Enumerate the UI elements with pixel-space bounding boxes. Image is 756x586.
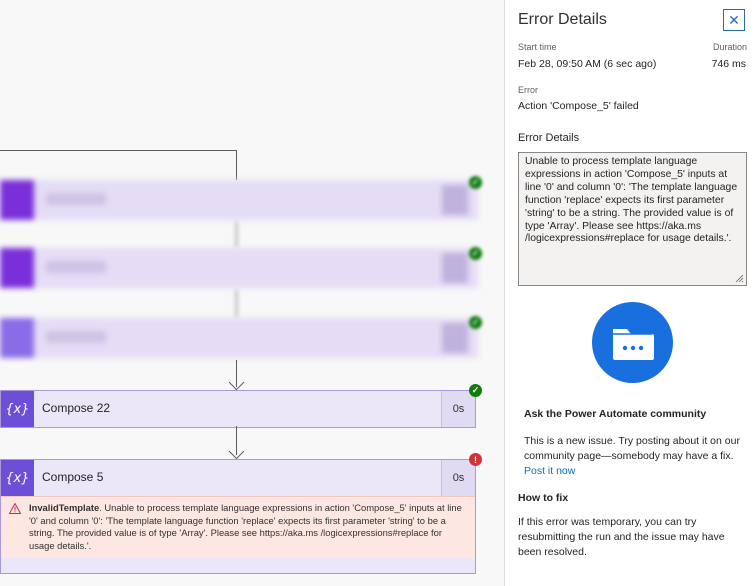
blurred-action-card	[0, 248, 478, 288]
success-badge-icon: ✓	[469, 176, 482, 189]
community-folder-icon	[592, 302, 673, 383]
start-time-label: Start time	[518, 42, 557, 52]
arrow-down-icon	[228, 443, 245, 460]
action-title: Compose 22	[42, 401, 111, 415]
compose-action-icon: {x}	[1, 391, 34, 427]
success-badge-icon: ✓	[469, 247, 482, 260]
community-description: This is a new issue. Try posting about i…	[524, 435, 740, 462]
connector-line	[236, 360, 237, 387]
error-message-box: InvalidTemplate. Unable to process templ…	[1, 496, 475, 558]
error-code: InvalidTemplate	[29, 502, 100, 513]
how-to-fix-text: If this error was temporary, you can try…	[518, 516, 725, 558]
connector-line	[236, 290, 237, 318]
connector-line	[236, 150, 237, 180]
community-text: This is a new issue. Try posting about i…	[524, 434, 746, 479]
arrow-down-icon	[228, 374, 245, 391]
community-title: Ask the Power Automate community	[524, 408, 707, 420]
blurred-action-card	[0, 318, 478, 358]
how-to-fix-title: How to fix	[518, 492, 569, 504]
compose-action-icon: {x}	[1, 460, 34, 496]
error-details-title: Error Details	[518, 132, 580, 144]
error-value: Action 'Compose_5' failed	[518, 100, 639, 112]
blurred-action-card	[0, 180, 478, 220]
error-details-panel: Error Details ✕ Start time Feb 28, 09:50…	[504, 0, 756, 586]
flow-canvas: ✓ ✓ ✓ {x} Compose 22 0s ✓ {x} Compose 5 …	[0, 150, 482, 574]
duration-value: 746 ms	[711, 58, 746, 70]
warning-icon	[9, 503, 21, 514]
error-details-textarea[interactable]: Unable to process template language expr…	[518, 152, 747, 286]
close-icon: ✕	[728, 11, 740, 28]
action-card-compose-5[interactable]: {x} Compose 5 0s InvalidTemplate. Unable…	[0, 459, 476, 574]
action-card-compose-22[interactable]: {x} Compose 22 0s	[0, 390, 476, 428]
duration-label: Duration	[712, 42, 747, 52]
error-label: Error	[518, 85, 538, 95]
success-badge-icon: ✓	[469, 384, 482, 397]
start-time-value: Feb 28, 09:50 AM (6 sec ago)	[518, 58, 657, 70]
error-text: . Unable to process template language ex…	[29, 502, 462, 551]
connector-line	[236, 222, 237, 248]
success-badge-icon: ✓	[469, 316, 482, 329]
connector-line	[236, 426, 237, 455]
close-button[interactable]: ✕	[723, 9, 745, 31]
panel-title: Error Details	[518, 11, 607, 28]
error-badge-icon: !	[469, 453, 482, 466]
action-duration: 0s	[441, 460, 475, 496]
action-title: Compose 5	[42, 470, 104, 484]
action-duration: 0s	[441, 391, 475, 427]
connector-line	[0, 150, 237, 151]
post-it-now-link[interactable]: Post it now	[524, 465, 576, 477]
resize-handle-icon[interactable]	[735, 274, 744, 283]
error-details-text: Unable to process template language expr…	[525, 156, 738, 245]
